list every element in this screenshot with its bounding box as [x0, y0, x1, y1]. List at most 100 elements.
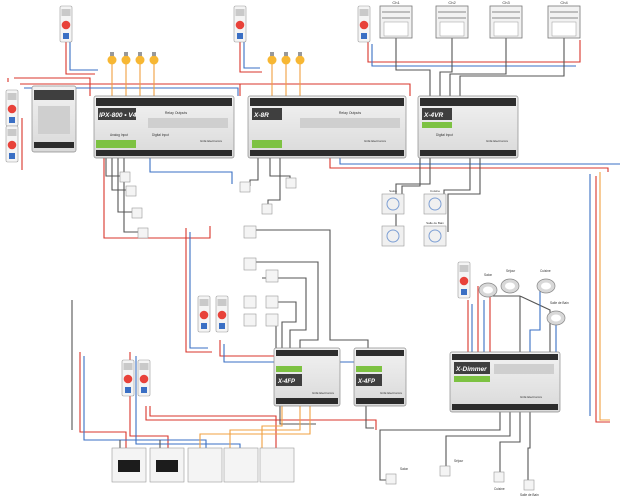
- switch-label: Salon: [400, 467, 408, 471]
- switch-label: Cuisine: [494, 487, 505, 491]
- switch-icon: [137, 227, 149, 239]
- wire-mid-g3: [262, 277, 307, 352]
- switch-icon: [131, 207, 143, 219]
- bulb-icon: [295, 52, 305, 65]
- bulbs: [107, 52, 305, 65]
- analog-input-label: Analog Input: [110, 133, 128, 137]
- maker-label: GCE Electronics: [200, 139, 223, 143]
- wire-x8r-out: [249, 158, 291, 186]
- shutter-2: Ch2: [435, 0, 469, 39]
- switch-icon: [239, 181, 251, 193]
- spot-label: Séjour: [506, 269, 516, 273]
- switch-icon: [243, 313, 257, 327]
- switch-icon: [243, 225, 257, 239]
- bulb-icon: [267, 52, 277, 65]
- module-title: X-4FP: [277, 379, 296, 385]
- spot-icon: Séjour: [500, 269, 520, 294]
- switch-icon: [265, 269, 279, 283]
- switch-label: Salle de Bain: [520, 493, 539, 497]
- switch-icon: [265, 295, 279, 309]
- relay-outputs-label: Relay Outputs: [339, 111, 361, 115]
- bulb-icon: [149, 52, 159, 65]
- room-box: Cuisine: [423, 189, 447, 215]
- power-supply: [31, 85, 77, 153]
- room-box: Salon: [381, 189, 405, 215]
- module-x4fp-2: X-4FP GCE Electronics: [353, 347, 407, 407]
- shutter-label: Ch2: [448, 0, 456, 5]
- room-boxes: Salon Cuisine Salle de Bain: [381, 189, 447, 247]
- switch-icon: [243, 295, 257, 309]
- digital-input-label: Digital Input: [436, 133, 453, 137]
- heater-1: [111, 447, 147, 483]
- spot-icon: Salon: [478, 273, 498, 298]
- shutter-3: Ch3: [489, 0, 523, 39]
- heater-4: [223, 447, 259, 483]
- heater-2: [149, 447, 185, 483]
- wire-mid-g2: [252, 261, 319, 352]
- maker-label: GCE Electronics: [380, 391, 403, 395]
- dimmer-switch: Cuisine: [493, 471, 505, 491]
- module-title: X-8R: [253, 112, 269, 119]
- wire-ipx-blue: [149, 158, 233, 184]
- module-title: X-4VR: [423, 112, 443, 119]
- wire-fp-out: [279, 404, 374, 429]
- switch-icon: [285, 177, 297, 189]
- module-ipx800: IPX-800 • V4 Relay Outputs Analog Input …: [93, 95, 235, 159]
- maker-label: GCE Electronics: [312, 391, 335, 395]
- module-title: X-Dimmer: [455, 366, 487, 373]
- spot-label: Cuisine: [540, 269, 551, 273]
- wire-shutter2: [439, 38, 453, 96]
- heater-3: [187, 447, 223, 483]
- breaker-top-mid: [233, 5, 247, 43]
- breaker-top-right: [357, 5, 371, 43]
- wires: [7, 38, 620, 486]
- wire-shutters-red: [367, 40, 581, 63]
- bulb-icon: [107, 52, 117, 65]
- module-title: X-4FP: [357, 379, 376, 385]
- bulb-icon: [281, 52, 291, 65]
- breaker-bottom-1: [121, 359, 135, 397]
- shutter-label: Ch3: [502, 0, 510, 5]
- breaker-bottom-2: [137, 359, 151, 397]
- spots: Salon Séjour Cuisine Salle de Bain: [478, 269, 569, 326]
- wire-shutters-blue: [371, 44, 576, 67]
- wire-dim-spots: [492, 295, 551, 352]
- heater-5: [259, 447, 295, 483]
- room-label: Cuisine: [430, 189, 440, 193]
- wire-mid-red: [185, 228, 212, 353]
- maker-label: GCE Electronics: [364, 139, 387, 143]
- wire-ipx-red-loop: [103, 158, 211, 239]
- dimmer-switch: Salon: [385, 467, 408, 485]
- module-xdimmer: X-Dimmer GCE Electronics: [449, 351, 561, 413]
- breaker-left-2: [5, 125, 19, 163]
- wire-fp-red: [219, 340, 278, 357]
- dimmer-switch: Séjour: [439, 459, 464, 477]
- wire-bulbs-x8r: [271, 64, 301, 96]
- wire-dim-red: [467, 286, 491, 352]
- wire-shutter4: [459, 38, 565, 96]
- dimmer-switches: Salon Séjour Cuisine Salle de Bain: [385, 459, 539, 497]
- spot-label: Salon: [484, 273, 492, 277]
- wire-dim-blue: [471, 300, 485, 352]
- wire-right-red: [329, 158, 609, 172]
- shutter-label: Ch1: [392, 0, 400, 5]
- module-x8r: X-8R Relay Outputs GCE Electronics: [247, 95, 407, 159]
- breaker-dimmer: [457, 261, 471, 299]
- wire-breaker2-blue: [243, 40, 260, 69]
- wire-breaker1-red: [65, 40, 95, 75]
- wire-shutter3: [449, 38, 507, 96]
- room-label: Salle de Bain: [426, 221, 444, 225]
- wire-bus-red: [20, 83, 411, 96]
- room-box: [381, 225, 405, 247]
- wire-heaters-short: [119, 440, 161, 448]
- wire-bottom-red2: [145, 406, 377, 448]
- spot-label: Salle de Bain: [550, 301, 569, 305]
- breaker-mid-1: [197, 295, 211, 333]
- wire-mid-g4: [272, 301, 297, 352]
- shutter-4: Ch4: [547, 0, 581, 39]
- wire-x4vr-rooms2: [443, 158, 481, 232]
- switch-icon: [265, 313, 279, 327]
- switch-icon: [119, 171, 131, 183]
- breaker-left-1: [5, 89, 19, 127]
